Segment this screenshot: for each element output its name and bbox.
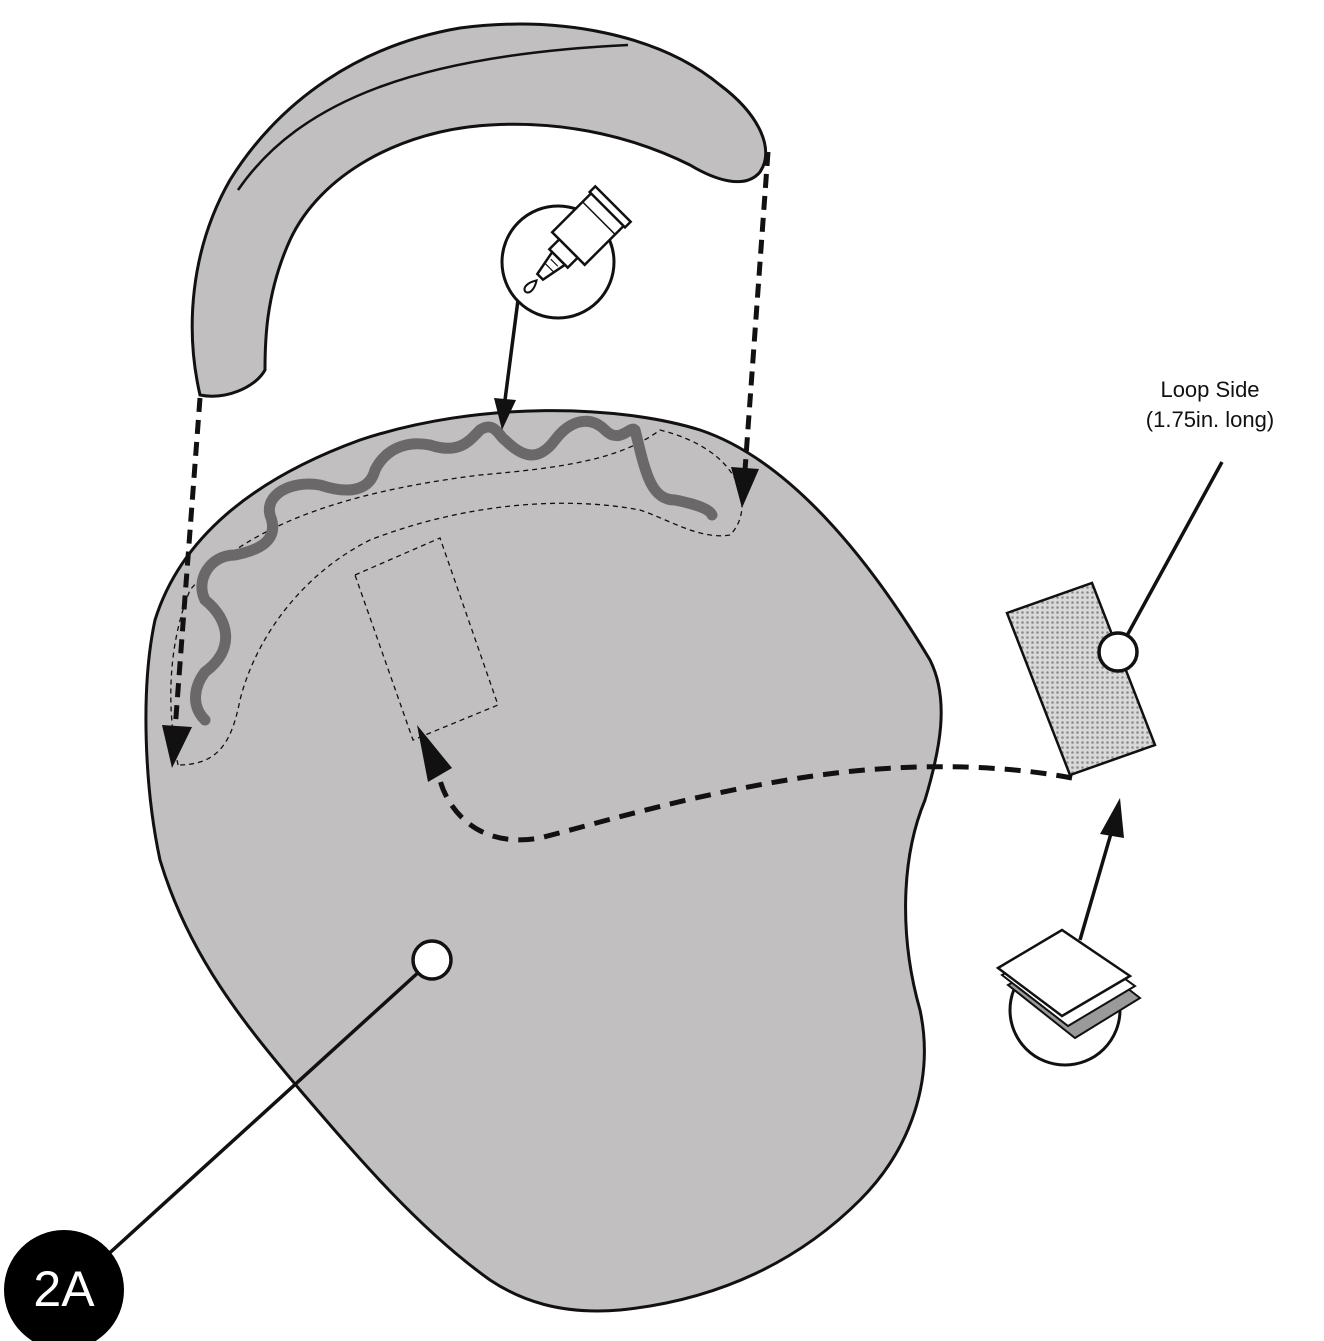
loop-label-line1: Loop Side <box>1160 377 1259 402</box>
pad-callout-arrowhead <box>1100 798 1124 838</box>
pad-callout-arrow-line <box>1080 830 1112 940</box>
loop-label-line2: (1.75in. long) <box>1146 407 1274 432</box>
step-badge-label: 2A <box>33 1261 95 1317</box>
right-placement-arrow-line <box>745 152 768 470</box>
top-curved-part <box>192 24 765 396</box>
loop-label-pointer-dot <box>1099 633 1137 671</box>
glue-callout-arrow-line <box>505 300 518 400</box>
loop-side-patch <box>1007 583 1155 775</box>
main-part-pointer-dot <box>413 941 451 979</box>
loop-label-leader <box>1118 462 1222 652</box>
